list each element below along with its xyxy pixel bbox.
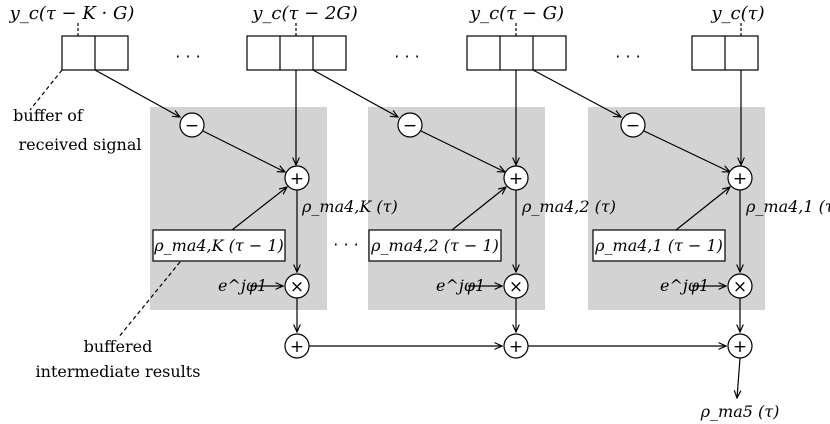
svg-text:+: +	[733, 337, 747, 357]
svg-text:−: −	[403, 116, 417, 136]
annotation-buffer-line2: received signal	[18, 135, 141, 154]
svg-text:×: ×	[733, 277, 747, 297]
times-node-2: ×	[503, 273, 529, 299]
arrow-buffer-k-to-minus	[94, 69, 180, 117]
times-node-1: ×	[727, 273, 753, 299]
arrow-rho-buf-2-to-plus	[451, 187, 506, 231]
phase-label-k: e^jφ1	[218, 276, 267, 295]
times-node-k: ×	[284, 273, 310, 299]
ellipsis-top-2: · · ·	[394, 47, 419, 66]
ellipsis-top-1: · · ·	[175, 47, 200, 66]
svg-text:+: +	[509, 169, 523, 189]
sum-node-2: +	[503, 333, 529, 359]
annotation-leader-buffer	[29, 69, 63, 111]
rho-out-k: ρ_ma4,K (τ)	[301, 197, 398, 216]
arrow-minus-2-to-plus	[420, 130, 505, 172]
svg-text:ρ_ma4,K (τ − 1): ρ_ma4,K (τ − 1)	[153, 236, 284, 255]
rho-buffer-box-2: ρ_ma4,2 (τ − 1)	[368, 229, 502, 262]
svg-text:+: +	[290, 337, 304, 357]
phase-label-2: e^jφ1	[436, 276, 485, 295]
annotation-buffered-line1: buffered	[84, 337, 153, 356]
arrow-rho-buf-k-to-plus	[231, 187, 287, 231]
plus-node-1: +	[727, 165, 753, 191]
svg-text:+: +	[509, 337, 523, 357]
buffer-label-1: y_c(τ − G)	[469, 3, 564, 24]
svg-text:×: ×	[290, 277, 304, 297]
arrow-minus-k-to-plus	[202, 130, 285, 172]
svg-text:ρ_ma4,2 (τ − 1): ρ_ma4,2 (τ − 1)	[370, 236, 499, 255]
annotation-leader-buffered	[117, 261, 181, 339]
rho-out-1: ρ_ma4,1 (τ)	[745, 197, 830, 216]
minus-node-2: −	[397, 112, 423, 138]
annotation-buffered-line2: intermediate results	[36, 362, 201, 381]
rho-buffer-box-1: ρ_ma4,1 (τ − 1)	[592, 229, 726, 262]
rho-out-2: ρ_ma4,2 (τ)	[521, 197, 616, 216]
rho-buffer-box-k: ρ_ma4,K (τ − 1)	[152, 229, 286, 262]
buffer-label-2: y_c(τ − 2G)	[251, 3, 358, 24]
sum-node-k: +	[284, 333, 310, 359]
svg-text:+: +	[733, 169, 747, 189]
arrow-buffer-2-to-minus	[312, 69, 398, 117]
arrow-rho-buf-1-to-plus	[675, 187, 730, 231]
output-label: ρ_ma5 (τ)	[700, 402, 780, 421]
buffer-0	[691, 35, 759, 71]
buffer-1	[466, 35, 567, 71]
arrow-buffer-1-to-minus	[532, 69, 621, 117]
arrow-output	[737, 357, 740, 398]
svg-text:−: −	[626, 116, 640, 136]
sum-node-1: +	[727, 333, 753, 359]
plus-node-k: +	[284, 165, 310, 191]
ellipsis-top-3: · · ·	[615, 47, 640, 66]
svg-text:−: −	[185, 116, 199, 136]
arrow-minus-1-to-plus	[643, 130, 730, 172]
annotation-buffer-line1: buffer of	[13, 106, 84, 125]
buffer-k	[61, 35, 129, 71]
plus-node-2: +	[503, 165, 529, 191]
buffer-label-k: y_c(τ − K · G)	[9, 3, 135, 24]
buffer-label-0: y_c(τ)	[710, 3, 764, 24]
buffer-2	[246, 35, 347, 71]
minus-node-1: −	[620, 112, 646, 138]
phase-label-1: e^jφ1	[660, 276, 709, 295]
ellipsis-middle: · · ·	[333, 235, 358, 254]
svg-text:×: ×	[509, 277, 523, 297]
svg-text:+: +	[290, 169, 304, 189]
svg-text:ρ_ma4,1 (τ − 1): ρ_ma4,1 (τ − 1)	[594, 236, 723, 255]
minus-node-k: −	[179, 112, 205, 138]
